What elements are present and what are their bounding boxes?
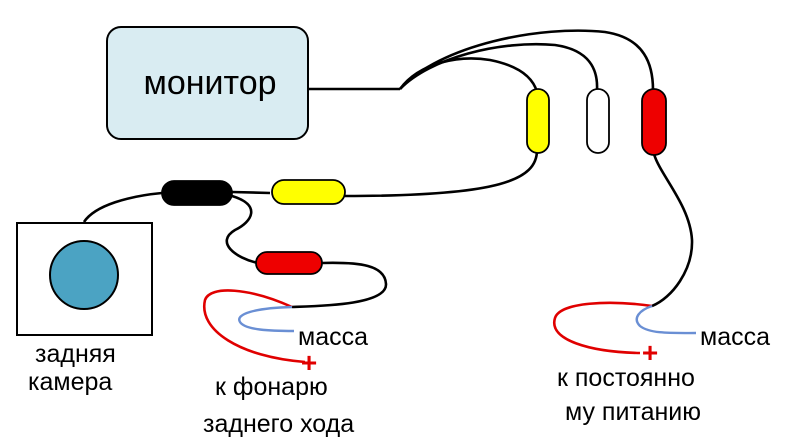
right-plus-sign: + <box>642 337 658 368</box>
video-yellow-plug <box>271 179 346 205</box>
right-target-line2: му питанию <box>565 398 701 426</box>
right-blue-wire <box>635 304 697 335</box>
left-red-wire <box>202 289 306 364</box>
left-target-line2: заднего хода <box>203 410 354 438</box>
hub-to-red-wire <box>399 29 655 91</box>
camera-label-line2: камера <box>28 368 112 396</box>
red-plug-loop-wire <box>291 261 388 309</box>
reverse-red-plug <box>255 251 323 275</box>
junction-to-camera-wire <box>82 191 163 223</box>
junction-to-red-plug-wire <box>225 194 259 265</box>
left-target-line1: к фонарю <box>215 373 328 401</box>
monitor-label: монитор <box>143 64 276 102</box>
black-wires <box>82 29 694 309</box>
right-ground-label: масса <box>700 323 770 351</box>
red-rca-plug <box>641 88 667 156</box>
video-to-junction-wire <box>231 190 271 195</box>
camera-label-line1: задняя <box>35 340 116 368</box>
yellow-rca-plug <box>526 88 550 154</box>
junction-black-plug <box>161 180 233 206</box>
camera-lens <box>49 240 119 310</box>
hub-to-yellow-wire <box>398 57 539 93</box>
left-ground-label: масса <box>298 323 368 351</box>
left-plus-sign: + <box>301 347 317 378</box>
right-red-wire <box>552 301 653 355</box>
white-rca-plug <box>586 88 610 154</box>
yellow-to-video-plug-wire <box>344 149 539 198</box>
right-target-line1: к постоянно <box>557 364 695 392</box>
hub-to-white-wire <box>399 42 599 91</box>
monitor-box <box>106 26 309 140</box>
power-lead-wire <box>651 153 694 308</box>
left-blue-wire <box>238 305 295 333</box>
